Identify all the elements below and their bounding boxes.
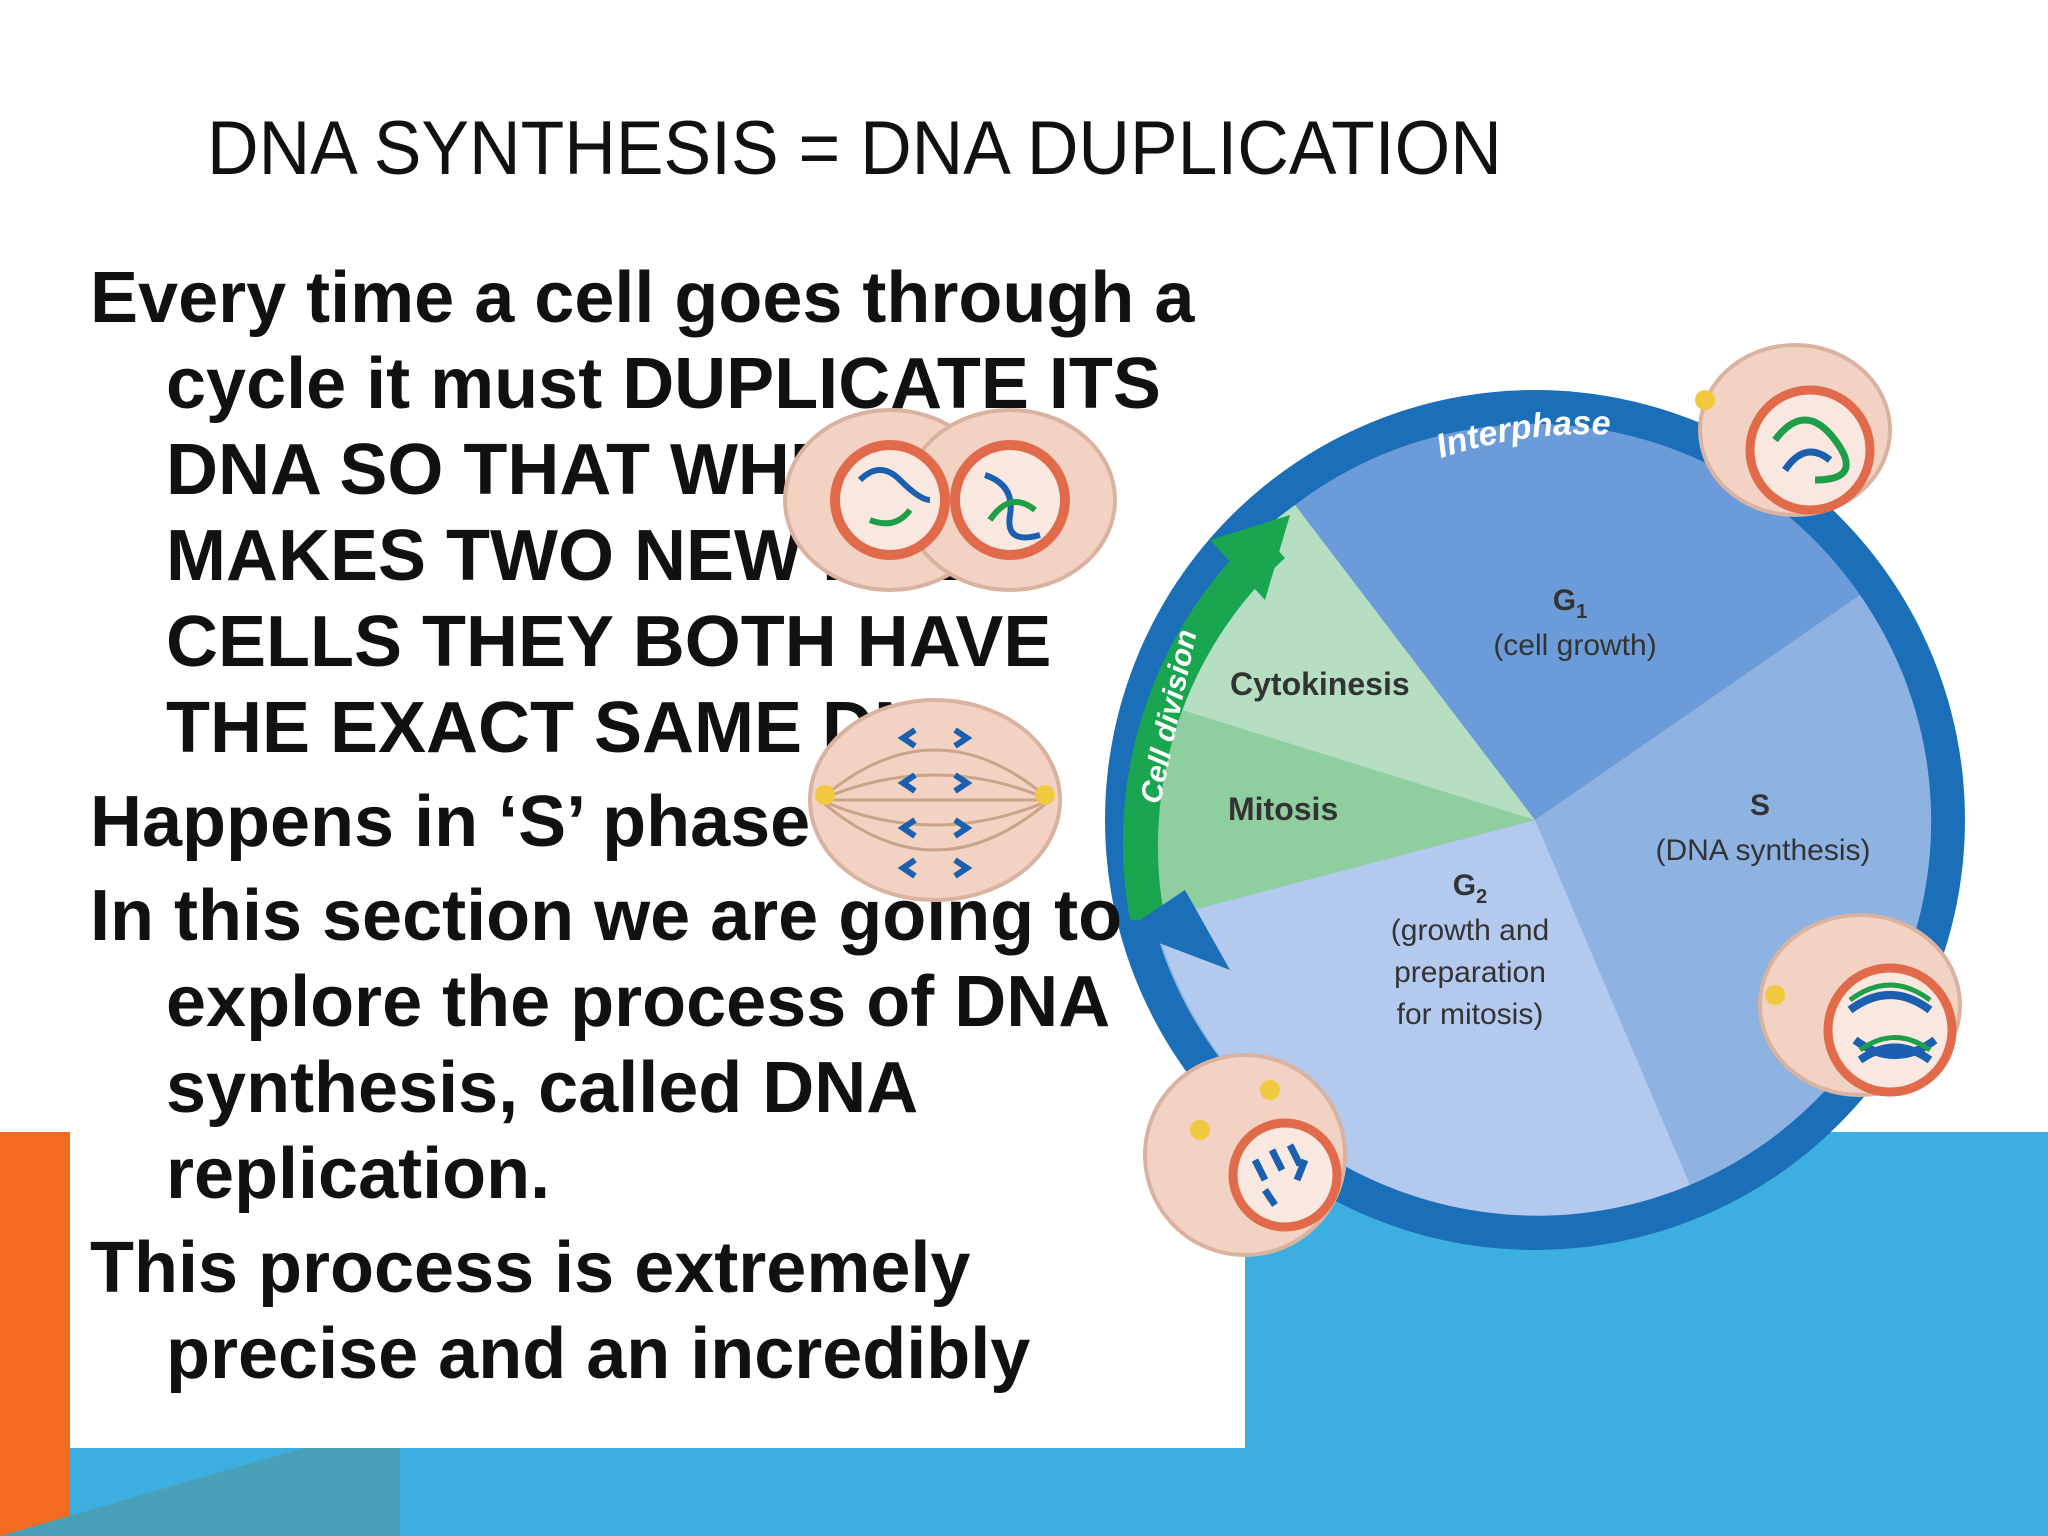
g2-description-line-1: (growth and bbox=[1391, 914, 1549, 947]
text-panel-background bbox=[70, 1132, 1245, 1448]
bullet-text: In this section we are going to explore … bbox=[90, 876, 1123, 1214]
cytokinesis-label: Cytokinesis bbox=[1230, 666, 1410, 702]
cell-cycle-diagram: Interphase Cell division G1 (cell growth… bbox=[1105, 390, 1965, 1250]
g2-description-line-3: for mitosis) bbox=[1397, 998, 1544, 1031]
bullet-item: In this section we are going to explore … bbox=[90, 873, 1210, 1217]
g2-description-line-2: preparation bbox=[1394, 956, 1546, 989]
bullet-text: Every time a cell goes through a cycle i… bbox=[90, 258, 1195, 768]
s-description: (DNA synthesis) bbox=[1655, 834, 1870, 867]
bullet-item: Happens in ‘S’ phase bbox=[90, 779, 1210, 865]
slide-title: DNA SYNTHESIS = DNA DUPLICATION bbox=[207, 106, 1502, 191]
g1-description: (cell growth) bbox=[1493, 629, 1656, 662]
bullet-item: This process is extremely precise and an… bbox=[90, 1225, 1210, 1397]
interphase-arrowhead bbox=[1125, 890, 1230, 970]
bullet-text: Happens in ‘S’ phase bbox=[90, 782, 811, 862]
g2-label: G2 bbox=[1453, 869, 1487, 908]
s-label: S bbox=[1750, 789, 1770, 822]
g1-sector bbox=[1295, 423, 1860, 820]
bullet-item: Every time a cell goes through a cycle i… bbox=[90, 255, 1210, 771]
bullet-list: Every time a cell goes through a cycle i… bbox=[90, 255, 1210, 1405]
background-orange-accent bbox=[0, 1132, 70, 1536]
cell-division-arrowhead bbox=[1210, 515, 1290, 600]
mitosis-label: Mitosis bbox=[1228, 791, 1338, 827]
bullet-text: This process is extremely precise and an… bbox=[90, 1228, 1031, 1394]
mitosis-sector bbox=[1136, 700, 1535, 920]
g1-label: G1 bbox=[1553, 584, 1587, 623]
